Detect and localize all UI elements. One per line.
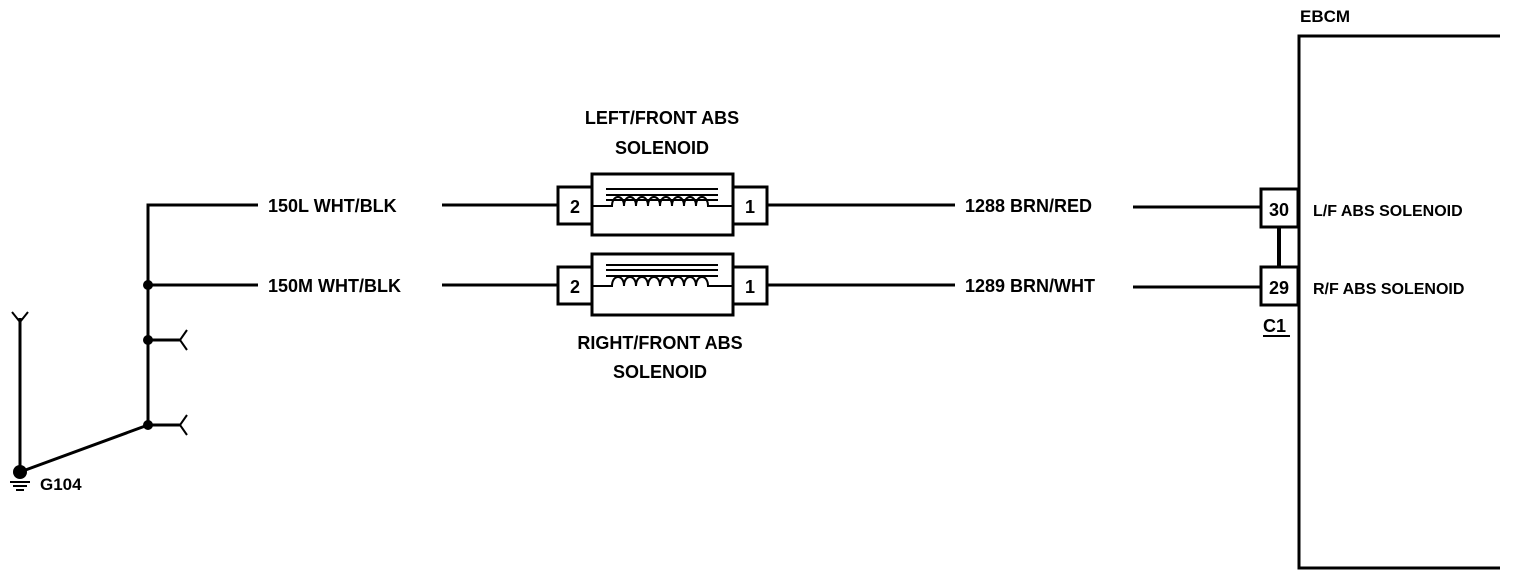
splice-dot — [143, 335, 153, 345]
wire-continuation-icon — [178, 329, 188, 351]
solenoid-body — [590, 172, 735, 237]
wire-continuation-icon — [178, 414, 188, 436]
pin-box — [1259, 265, 1300, 307]
pin-number: 1 — [745, 197, 755, 217]
pin-number: 2 — [570, 197, 580, 217]
ground-icon — [10, 481, 30, 491]
pin-function-29: R/F ABS SOLENOID — [1313, 281, 1464, 298]
wire-continuation-icon — [11, 311, 29, 324]
ground-g104: G104 — [10, 465, 82, 494]
wire-label-1288: 1288 BRN/RED — [965, 196, 1092, 216]
coil-icon — [592, 196, 733, 207]
solenoid-title: RIGHT/FRONT ABS — [577, 333, 742, 353]
pin-number: 2 — [570, 277, 580, 297]
ground-point — [13, 465, 27, 479]
core-icon — [606, 264, 718, 277]
pin-number: 1 — [745, 277, 755, 297]
ground-bus — [11, 203, 258, 474]
right-front-solenoid: 2 1 RIGHT/FRONT ABS SOLENOID — [556, 252, 769, 382]
ebcm-connector-c1: 30 29 C1 — [1259, 187, 1300, 337]
wire-label-150l: 150L WHT/BLK — [268, 196, 397, 216]
solenoid-title: LEFT/FRONT ABS — [585, 108, 739, 128]
connector-label: C1 — [1263, 316, 1286, 336]
wire-label-1289: 1289 BRN/WHT — [965, 276, 1095, 296]
solenoid-body — [590, 252, 735, 317]
ground-label: G104 — [40, 475, 82, 494]
splice-dot — [143, 280, 153, 290]
pin-function-30: L/F ABS SOLENOID — [1313, 203, 1463, 220]
coil-icon — [592, 276, 733, 287]
ebcm-label: EBCM — [1300, 7, 1350, 26]
wire-label-150m: 150M WHT/BLK — [268, 276, 401, 296]
left-front-solenoid: LEFT/FRONT ABS SOLENOID 2 1 — [556, 108, 769, 237]
solenoid-title: SOLENOID — [615, 138, 709, 158]
pin-number: 30 — [1269, 200, 1289, 220]
pin-number: 29 — [1269, 278, 1289, 298]
solenoid-title: SOLENOID — [613, 362, 707, 382]
